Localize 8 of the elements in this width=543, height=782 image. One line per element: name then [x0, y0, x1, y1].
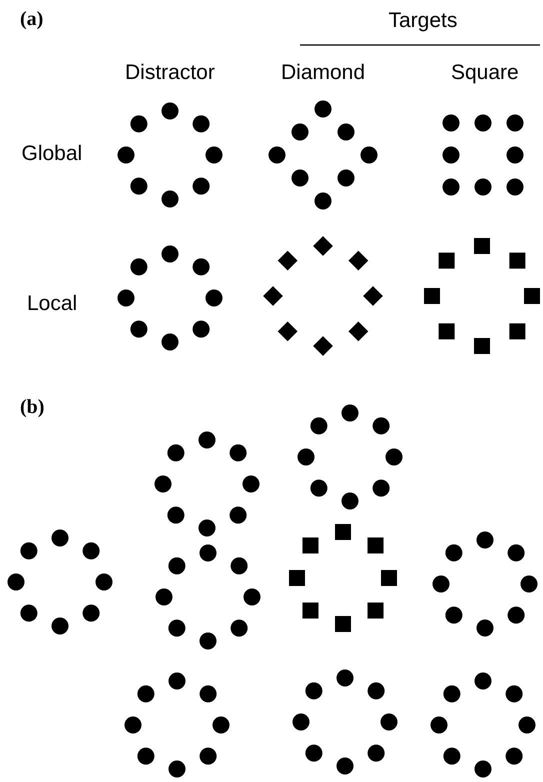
- text-label: Distractor: [125, 62, 215, 83]
- text-label: Diamond: [281, 62, 366, 83]
- text-label: Targets: [388, 10, 458, 31]
- text-label: Square: [451, 62, 519, 83]
- text-label: Global: [22, 143, 82, 164]
- panel-label: (a): [20, 9, 44, 29]
- panel-label: (b): [20, 397, 44, 417]
- text-label: Local: [27, 293, 78, 314]
